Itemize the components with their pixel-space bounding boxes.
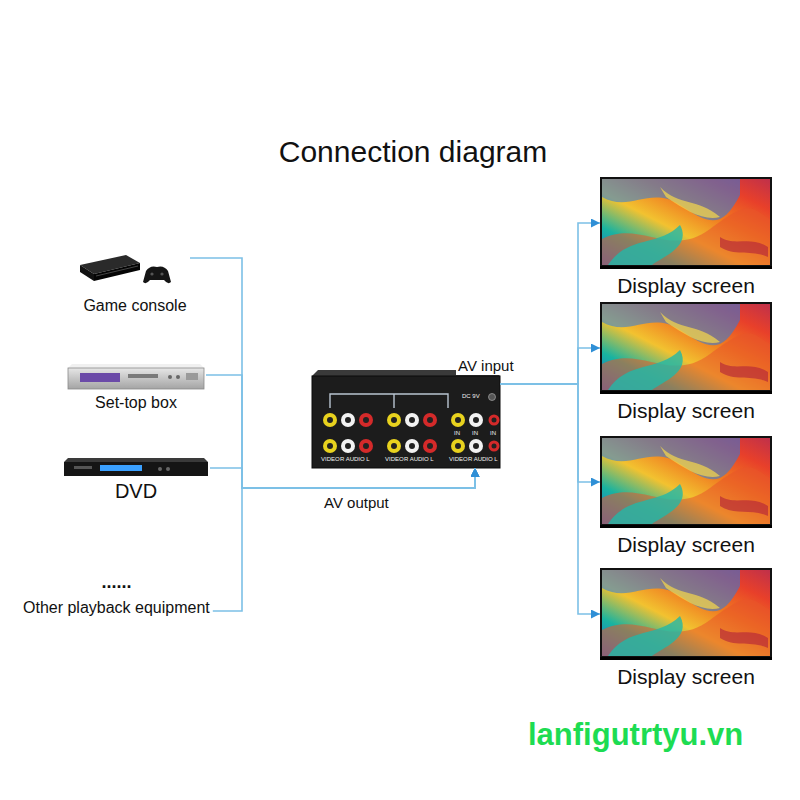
screen-label: Display screen [600,665,772,689]
connector-line [500,384,600,482]
display-screen: Display screen [600,568,772,689]
screen-label: Display screen [600,399,772,423]
device-label: Other playback equipment [23,598,210,618]
connection-label: AV input [456,357,516,375]
port-label: IN [472,430,478,437]
av-switch-body [312,370,500,468]
device-label: DVD [115,480,157,502]
connector-line [213,468,475,611]
watermark: lanfigutrtyu.vn [528,716,743,754]
port-label: VIDEO [449,456,468,463]
port-label: IN [454,430,460,437]
port-label: R AUDIO L [404,456,434,463]
device-node: Game console [80,248,190,315]
device-node: ...... Other playback equipment [20,572,213,618]
display-screen: Display screen [600,302,772,423]
game-console-icon [80,255,171,283]
connection-label: AV output [322,494,391,512]
connector-line [206,375,475,488]
screen-label: Display screen [600,533,772,557]
port-label: VIDEO [385,456,404,463]
device-node: Set-top box [66,360,206,412]
port-label: IN [490,430,496,437]
set-top-box-icon [68,364,204,389]
display-screen: Display screen [600,436,772,557]
av-switch: VIDEOR AUDIO LVIDEOR AUDIO LVIDEOR AUDIO… [312,376,500,468]
diagram-title: Connection diagram [113,134,713,170]
screen-label: Display screen [600,274,772,298]
port-label: R AUDIO L [468,456,498,463]
connector-line [190,258,475,488]
display-screen-image [600,436,772,528]
display-screen-image [600,302,772,394]
device-label: Game console [83,297,186,315]
connector-line [500,384,600,614]
display-screen-image [600,177,772,269]
port-label: R AUDIO L [340,456,370,463]
port-label: VIDEO [321,456,340,463]
display-screen: Display screen [600,177,772,298]
connector-line [210,468,475,488]
device-node: DVD [62,455,210,502]
display-screen-image [600,568,772,660]
dvd-player-icon [64,458,208,476]
device-label: Set-top box [95,394,177,412]
ellipsis-mark: ...... [101,572,131,592]
port-label: DC 9V [462,393,480,400]
rca-jacks [323,413,500,453]
